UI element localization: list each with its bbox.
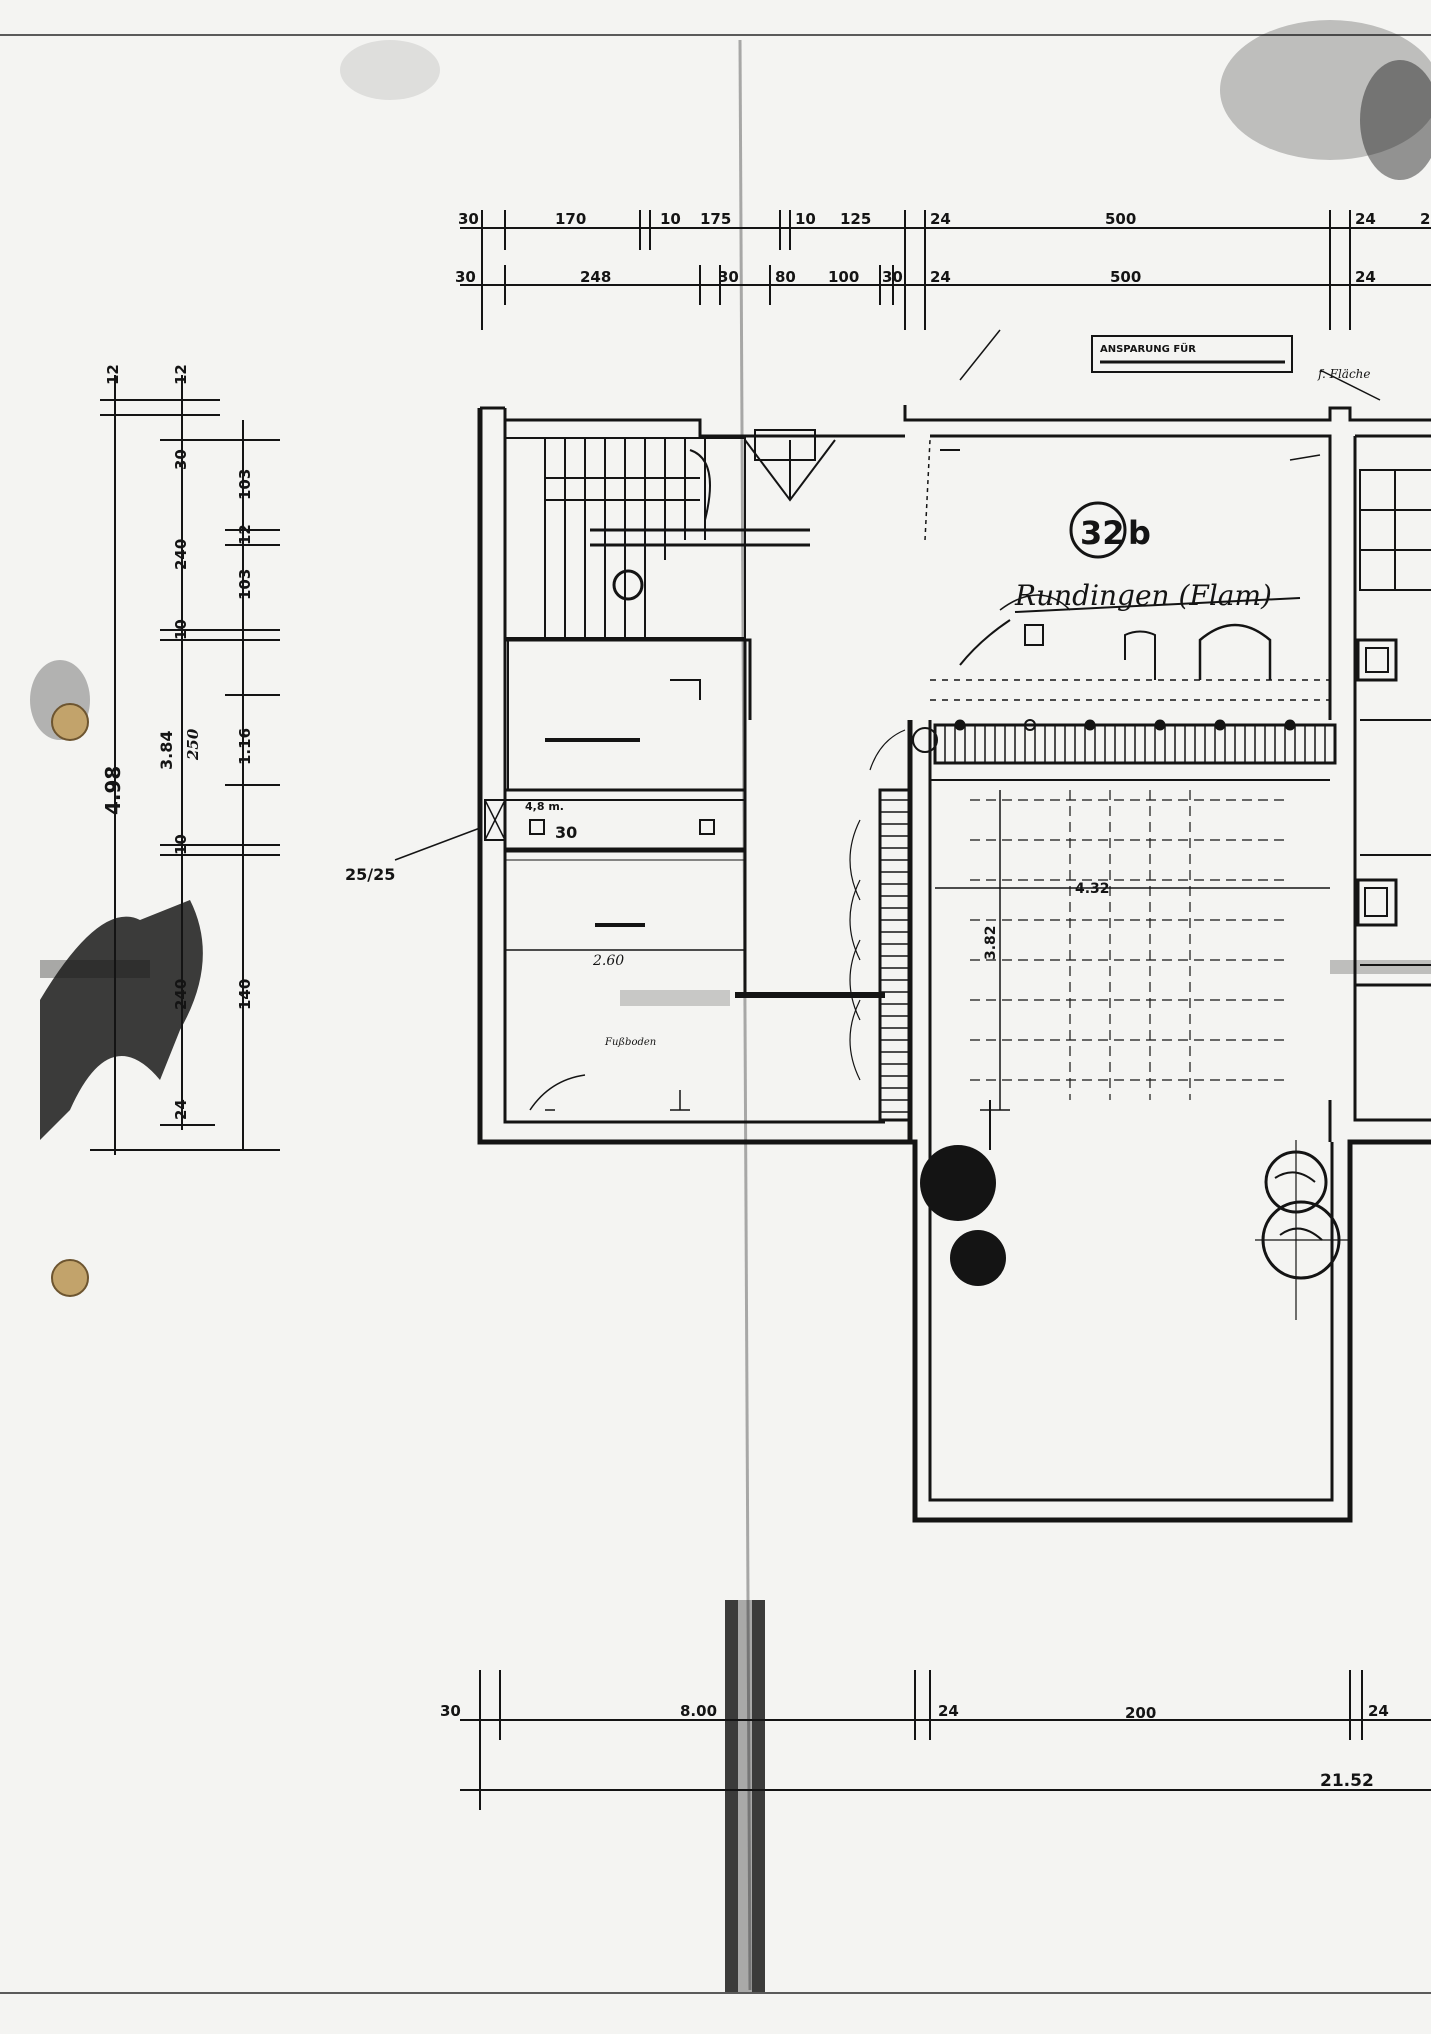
inner-dim-432: 4.32 bbox=[1075, 881, 1110, 897]
inner-dim-382: 3.82 bbox=[983, 925, 999, 960]
room-suffix: b bbox=[1128, 514, 1151, 552]
paper-smudges bbox=[30, 20, 1431, 2000]
dim-left-total: 4.98 bbox=[101, 766, 125, 815]
room-labels: 32 b Rundingen (Flam) 25/25 ANSPARUNG FÜ… bbox=[345, 335, 1371, 1048]
dim-top2-4: 100 bbox=[828, 268, 859, 286]
room-number-circle bbox=[1069, 501, 1127, 559]
dim-left2-3: 1.16 bbox=[236, 728, 254, 765]
bottom-dimension-labels: 30 8.00 24 200 24 21.52 bbox=[440, 1702, 1389, 1791]
bottom-frame bbox=[0, 1992, 1431, 2034]
dim-top2-5: 30 bbox=[882, 268, 903, 286]
interior-walls-left bbox=[484, 638, 885, 1111]
dim-left1-0: 30 bbox=[172, 449, 190, 470]
column-label: 25/25 bbox=[345, 865, 395, 884]
dim-left1-2: 10 bbox=[172, 619, 190, 640]
room-dim-260: 2.60 bbox=[592, 953, 624, 969]
top-dimension-labels: 30 170 10 175 10 125 24 500 24 2 30 248 … bbox=[455, 210, 1430, 286]
dim-top1-5: 125 bbox=[840, 210, 871, 228]
dim-left1-3: 250 bbox=[184, 728, 202, 761]
dim-top1-7: 500 bbox=[1105, 210, 1136, 228]
top-box-note: ANSPARUNG FÜR bbox=[1100, 341, 1196, 355]
dim-top1-4: 10 bbox=[795, 210, 816, 228]
dim-left2-4: 140 bbox=[236, 979, 254, 1010]
dim-top1-8: 24 bbox=[1355, 210, 1376, 228]
top-dimension-chain bbox=[460, 210, 1431, 330]
top-right-note: f. Fläche bbox=[1317, 367, 1371, 381]
punch-holes bbox=[51, 703, 89, 1297]
dim-top2-0: 30 bbox=[455, 268, 476, 286]
left-dimension-chain bbox=[90, 375, 280, 1155]
staircase bbox=[504, 429, 836, 639]
hatched-wall-vertical bbox=[878, 788, 912, 1122]
stair-label: Fußboden bbox=[604, 1037, 656, 1048]
dim-left2-0: 103 bbox=[236, 469, 254, 500]
dim-left-outer-0: 12 bbox=[104, 364, 122, 385]
dim-top1-1: 170 bbox=[555, 210, 586, 228]
dim-top1-9: 2 bbox=[1420, 210, 1430, 228]
dim-top1-6: 24 bbox=[930, 210, 951, 228]
dim-left1-6: 24 bbox=[172, 1099, 190, 1120]
dim-bottom-1: 8.00 bbox=[680, 1702, 717, 1720]
dim-top2-1: 248 bbox=[580, 268, 611, 286]
room-number: 32 bbox=[1080, 514, 1125, 552]
landscape-trees bbox=[920, 1140, 1350, 1320]
dim-bottom-0: 30 bbox=[440, 1702, 461, 1720]
main-room-details bbox=[849, 329, 1381, 1150]
room-name: Rundingen (Flam) bbox=[1014, 579, 1272, 612]
dim-left2-2: 103 bbox=[236, 569, 254, 600]
small-label-a: 4,8 m. bbox=[525, 800, 564, 813]
top-frame bbox=[0, 0, 1431, 36]
dim-top1-3: 175 bbox=[700, 210, 731, 228]
dim-left-384: 3.84 bbox=[157, 731, 176, 770]
small-label-30: 30 bbox=[555, 823, 577, 842]
hatched-wall-horizontal bbox=[912, 719, 1337, 765]
dim-bottom-total: 21.52 bbox=[1320, 1771, 1374, 1791]
dim-top2-2: 30 bbox=[718, 268, 739, 286]
dim-top1-0: 30 bbox=[458, 210, 479, 228]
dim-left1-4: 10 bbox=[172, 834, 190, 855]
fold-line bbox=[738, 39, 752, 1991]
dim-top2-6: 24 bbox=[930, 268, 951, 286]
dim-top2-7: 500 bbox=[1110, 268, 1141, 286]
dim-bottom-4: 24 bbox=[1368, 1702, 1389, 1720]
dim-left-outer-1: 12 bbox=[172, 364, 190, 385]
bottom-dimension-chain bbox=[460, 1670, 1431, 1810]
dim-left1-5: 240 bbox=[172, 979, 190, 1010]
dim-bottom-3: 200 bbox=[1125, 1704, 1156, 1722]
dim-bottom-2: 24 bbox=[938, 1702, 959, 1720]
outer-walls bbox=[477, 405, 1431, 1523]
dim-left2-1: 12 bbox=[236, 524, 254, 545]
dim-top2-8: 24 bbox=[1355, 268, 1376, 286]
left-dimension-labels: 12 12 30 240 10 250 10 240 24 4.98 3.84 … bbox=[101, 364, 254, 1120]
dim-left1-1: 240 bbox=[172, 539, 190, 570]
dim-top1-2: 10 bbox=[660, 210, 681, 228]
dim-top2-3: 80 bbox=[775, 268, 796, 286]
right-block bbox=[1355, 469, 1431, 987]
